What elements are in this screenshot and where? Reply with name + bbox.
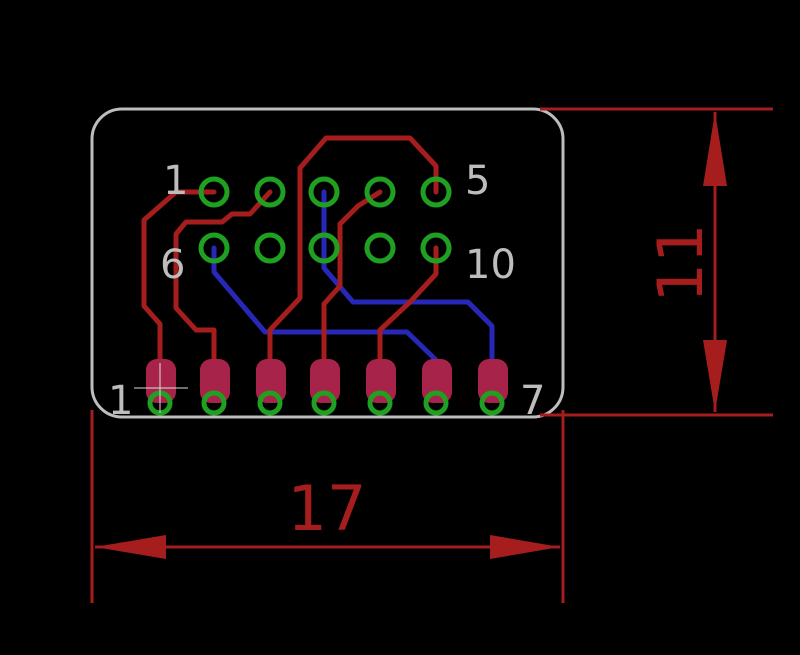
red-trace-3 [267, 135, 439, 381]
top-layer-traces [141, 135, 439, 381]
edge-via-3 [257, 390, 283, 416]
red-trace-1 [141, 189, 217, 381]
header-pin-6 [198, 232, 230, 264]
header-pin-10 [420, 232, 452, 264]
edge-via-6 [423, 390, 449, 416]
label-pin-5: 5 [465, 158, 490, 204]
height-dimension [540, 107, 773, 417]
label-pin-6: 6 [160, 242, 185, 288]
label-pin-1: 1 [163, 158, 188, 204]
red-trace-2 [173, 189, 273, 381]
header-pin-3 [308, 176, 340, 208]
label-pad-1: 1 [108, 378, 133, 424]
edge-pad-7 [478, 359, 508, 403]
width-dimension-label: 17 [288, 472, 367, 545]
edge-via-7 [479, 390, 505, 416]
edge-via-4 [311, 390, 337, 416]
board-outline [90, 107, 565, 419]
edge-pad-5 [366, 359, 396, 403]
header-pin-9 [364, 232, 396, 264]
edge-pad-vias [147, 390, 505, 416]
edge-via-2 [201, 390, 227, 416]
edge-pad-1 [146, 359, 176, 403]
origin-crosshair [134, 363, 188, 413]
header-pin-1 [198, 176, 230, 208]
header-pin-5 [420, 176, 452, 208]
edge-pad-6 [422, 359, 452, 403]
edge-pads [146, 359, 508, 403]
edge-pad-2 [200, 359, 230, 403]
label-pin-10: 10 [465, 242, 516, 288]
header-pin-7 [254, 232, 286, 264]
red-trace-5 [377, 245, 439, 381]
header-pin-2 [254, 176, 286, 208]
width-dimension [90, 410, 565, 603]
header-pin-4 [364, 176, 396, 208]
edge-via-5 [367, 390, 393, 416]
edge-pad-4 [310, 359, 340, 403]
height-dimension-label: 11 [644, 224, 717, 303]
header-2x5 [198, 176, 452, 264]
edge-pad-3 [256, 359, 286, 403]
header-pin-8 [308, 232, 340, 264]
label-pad-7: 7 [520, 378, 545, 424]
bottom-layer-traces [211, 189, 495, 381]
red-trace-4 [321, 189, 383, 381]
